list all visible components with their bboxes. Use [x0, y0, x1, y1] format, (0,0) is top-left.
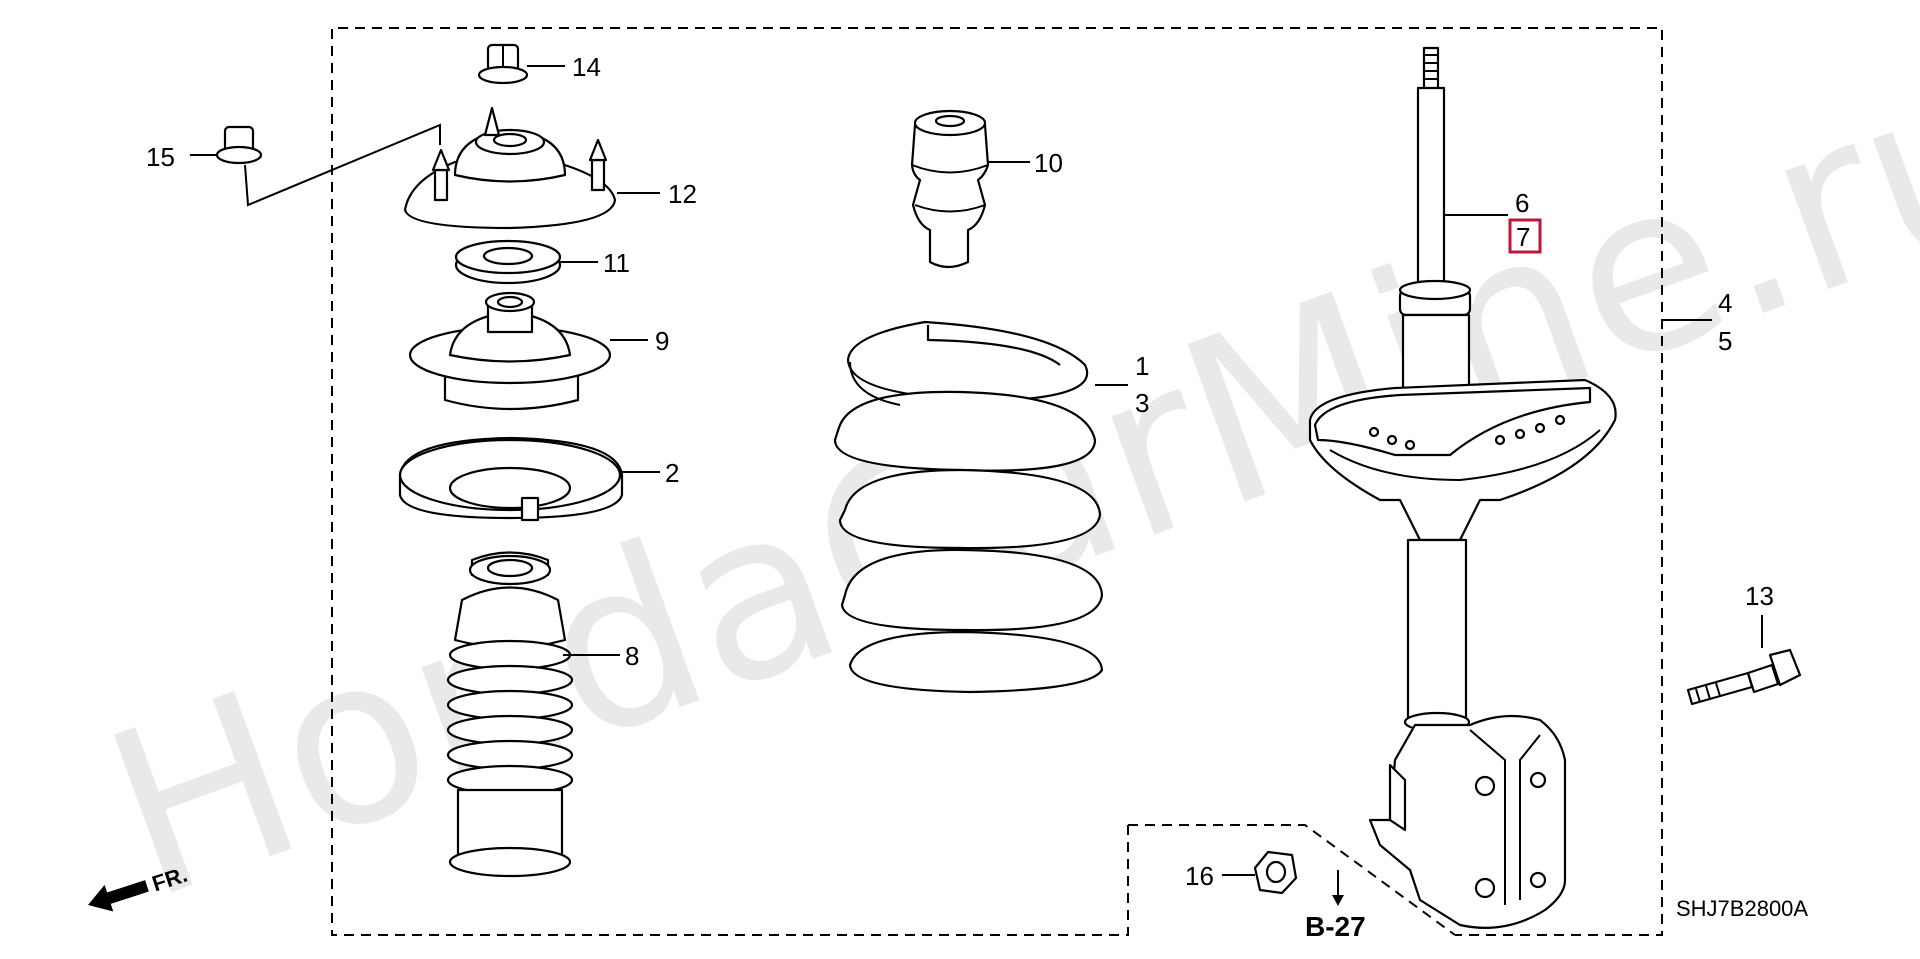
reference-b27[interactable]: B-27: [1305, 870, 1366, 942]
label-8: 8: [625, 641, 639, 671]
label-1: 1: [1135, 351, 1149, 381]
part-9-spring-seat[interactable]: [408, 291, 612, 411]
part-4-5-strut-assembly[interactable]: [1308, 46, 1617, 929]
label-9: 9: [655, 326, 669, 356]
label-15: 15: [146, 142, 175, 172]
label-2: 2: [665, 458, 679, 488]
front-direction-arrow-icon: FR.: [88, 862, 190, 912]
label-10: 10: [1034, 148, 1063, 178]
label-16: 16: [1185, 861, 1214, 891]
label-6: 6: [1515, 188, 1529, 218]
part-11-washer[interactable]: [454, 239, 562, 285]
part-8-dust-boot[interactable]: [446, 551, 574, 878]
dashed-frame: [331, 27, 1663, 936]
part-12-strut-mount[interactable]: [403, 106, 617, 230]
part-14-nut[interactable]: [477, 43, 529, 85]
reference-b27-label: B-27: [1305, 911, 1366, 942]
part-16-nut[interactable]: [1253, 850, 1298, 895]
label-14: 14: [572, 52, 601, 82]
part-15-nut[interactable]: [215, 125, 263, 165]
part-2-spring-insulator[interactable]: [398, 436, 624, 522]
label-7: 7: [1516, 222, 1530, 252]
part-1-3-coil-spring[interactable]: [833, 320, 1104, 694]
label-7-highlight[interactable]: 7: [1508, 218, 1542, 254]
label-3: 3: [1135, 388, 1149, 418]
label-4: 4: [1718, 288, 1732, 318]
label-11: 11: [603, 248, 630, 278]
diagram-code: SHJ7B2800A: [1676, 896, 1808, 921]
label-12: 12: [668, 179, 697, 209]
part-13-bolt[interactable]: [1686, 648, 1802, 706]
label-13: 13: [1745, 581, 1774, 611]
label-5: 5: [1718, 326, 1732, 356]
part-10-bump-stop[interactable]: [910, 109, 990, 269]
